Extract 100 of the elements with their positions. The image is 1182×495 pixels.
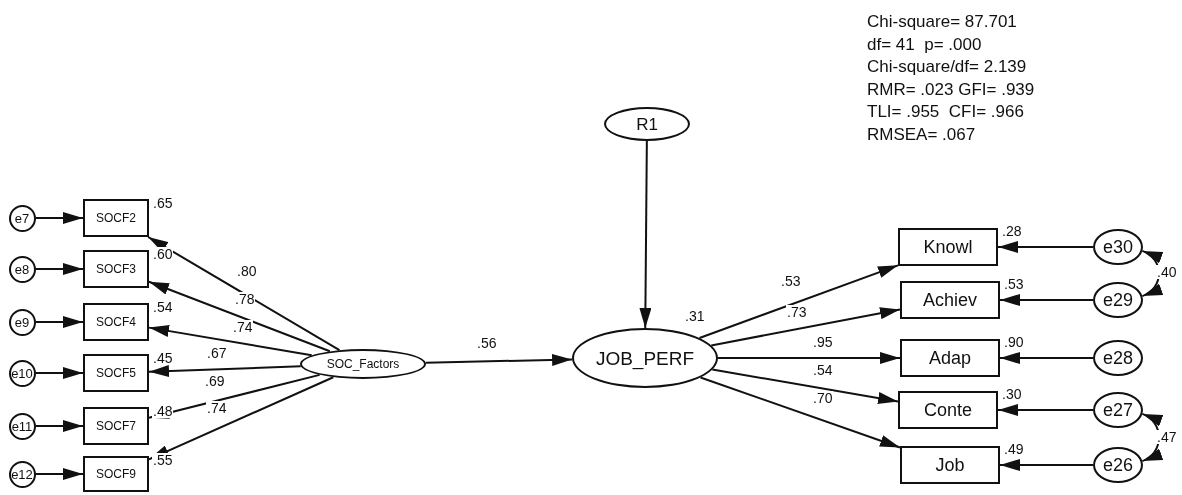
fit-statistic: Chi-square/df= 2.139 <box>867 58 1027 75</box>
estimate-label: .60 <box>152 247 174 261</box>
variable-label: SOCF3 <box>96 263 136 275</box>
fit-statistic: df= 41 p= .000 <box>867 35 982 53</box>
variable-label: Job <box>935 456 965 474</box>
edge-label: .40 <box>1156 265 1178 279</box>
error-term-circle <box>8 460 36 488</box>
edge-label: .70 <box>812 391 834 405</box>
edge-label: .78 <box>234 292 256 306</box>
arrow <box>999 459 1094 471</box>
estimate-label: .54 <box>152 300 174 314</box>
variable-label: e27 <box>1102 401 1133 419</box>
estimate-label: .28 <box>1001 224 1023 238</box>
error-term-circle <box>8 412 36 440</box>
arrow <box>34 263 84 275</box>
variable-label: e8 <box>14 262 30 276</box>
arrow <box>148 376 335 461</box>
variable-label: e7 <box>14 211 30 225</box>
arrow <box>639 140 652 329</box>
estimate-label: .55 <box>152 453 174 467</box>
variable-label: SOCF2 <box>96 212 136 224</box>
arrow <box>34 367 84 379</box>
arrow <box>424 354 574 366</box>
edge-label: .74 <box>232 320 254 334</box>
variable-label: e12 <box>11 467 33 481</box>
arrow <box>698 264 899 340</box>
variable-label: e29 <box>1102 291 1133 309</box>
observed-variable-box <box>83 303 149 341</box>
observed-variable-box <box>900 339 1000 377</box>
edge-label: .67 <box>206 346 228 360</box>
variable-label: e30 <box>1102 238 1133 256</box>
arrow <box>999 352 1094 364</box>
latent-variable-ellipse <box>572 328 718 388</box>
edge-label: .80 <box>236 264 258 278</box>
estimate-label: .65 <box>152 196 174 210</box>
variable-label: SOC_Factors <box>326 358 400 370</box>
observed-variable-box <box>900 446 1000 484</box>
estimate-label: .45 <box>152 351 174 365</box>
arrow <box>148 365 302 378</box>
variable-label: e26 <box>1102 456 1133 474</box>
arrow <box>710 307 901 347</box>
latent-variable-ellipse <box>1093 229 1143 265</box>
latent-variable-ellipse <box>1093 447 1143 483</box>
arrow <box>717 352 901 364</box>
observed-variable-box <box>83 199 149 237</box>
estimate-label: .48 <box>152 404 174 418</box>
arrow <box>34 468 84 480</box>
estimate-label: .53 <box>1003 277 1025 291</box>
latent-variable-ellipse <box>1093 392 1143 428</box>
arrow <box>711 368 899 404</box>
edge-label: .54 <box>812 363 834 377</box>
edge-label: .95 <box>812 335 834 349</box>
edge-label: .74 <box>206 401 228 415</box>
arrow <box>34 316 84 328</box>
estimate-label: .49 <box>1003 442 1025 456</box>
arrow <box>999 294 1094 306</box>
arrow <box>148 373 321 419</box>
arrow <box>147 236 341 352</box>
error-term-circle <box>8 308 36 336</box>
error-term-circle <box>8 255 36 283</box>
observed-variable-box <box>83 407 149 445</box>
arrow <box>997 404 1094 416</box>
observed-variable-box <box>898 391 998 429</box>
error-term-circle <box>8 359 36 387</box>
latent-variable-ellipse <box>1093 340 1143 376</box>
observed-variable-box <box>83 456 149 492</box>
observed-variable-box <box>83 354 149 392</box>
variable-label: SOCF5 <box>96 367 136 379</box>
edge-label: .73 <box>786 305 808 319</box>
edge-label: .56 <box>476 336 498 350</box>
fit-statistic: TLI= .955 CFI= .966 <box>867 103 1024 120</box>
covariance-arrow <box>1141 249 1164 298</box>
variable-label: R1 <box>636 115 658 133</box>
variable-label: SOCF7 <box>96 420 136 432</box>
fit-statistic: RMSEA= .067 <box>867 125 976 143</box>
estimate-label: .90 <box>1003 335 1025 349</box>
variable-label: Knowl <box>923 238 973 256</box>
variable-label: JOB_PERF <box>595 348 695 368</box>
observed-variable-box <box>898 228 998 266</box>
variable-label: e11 <box>11 419 33 433</box>
arrow <box>34 420 84 432</box>
variable-label: SOCF4 <box>96 316 136 328</box>
error-term-circle <box>8 204 36 232</box>
estimate-label: .30 <box>1001 387 1023 401</box>
latent-variable-ellipse <box>1093 282 1143 318</box>
estimate-label: .31 <box>684 309 706 323</box>
variable-label: Adap <box>928 349 971 367</box>
variable-label: e9 <box>14 315 30 329</box>
latent-variable-ellipse <box>300 349 426 379</box>
fit-statistic: Chi-square= 87.701 <box>867 13 1017 30</box>
edge-label: .69 <box>204 374 226 388</box>
variable-label: e28 <box>1102 349 1133 367</box>
arrow <box>148 325 313 357</box>
observed-variable-box <box>83 250 149 288</box>
variable-label: e10 <box>11 366 33 380</box>
arrow <box>997 241 1094 253</box>
arrow <box>34 212 84 224</box>
observed-variable-box <box>900 281 1000 319</box>
variable-label: Conte <box>923 401 972 419</box>
edge-label: .47 <box>1156 430 1178 444</box>
